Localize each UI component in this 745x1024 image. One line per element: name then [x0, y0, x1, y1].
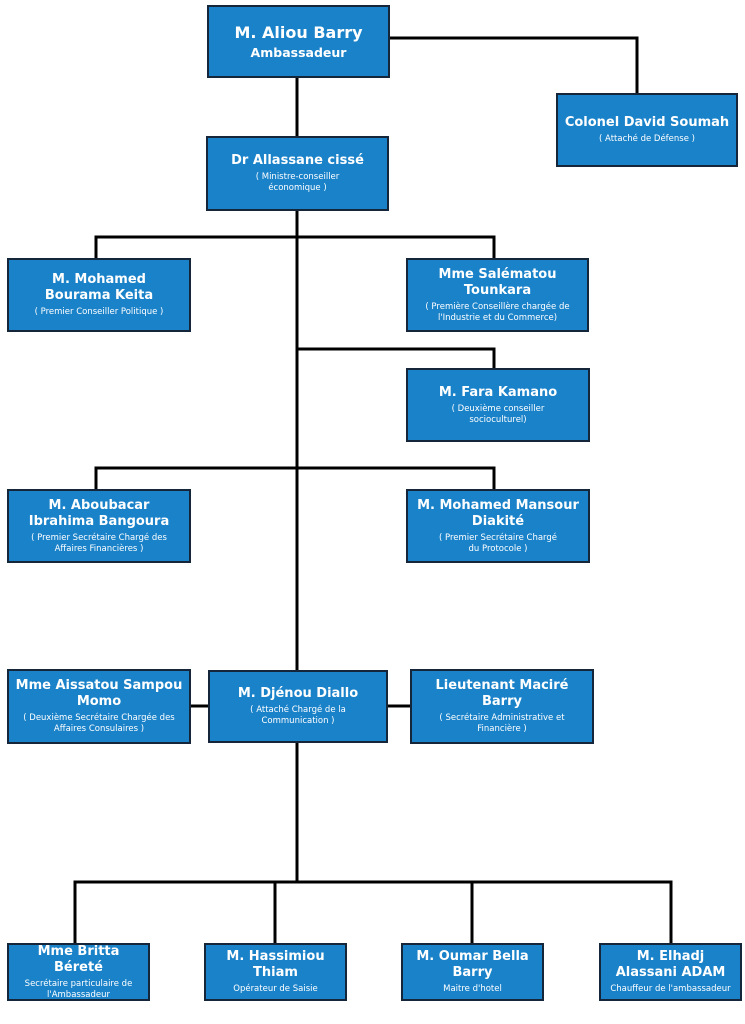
- node-name: Lieutenant Maciré Barry: [435, 678, 569, 709]
- node-name: M. Mohamed Bourama Keita: [44, 272, 154, 303]
- node-title: ( Secrétaire Administrative et Financièr…: [439, 713, 565, 734]
- node-title: Maitre d'hotel: [443, 984, 502, 994]
- node-political-counsellor: M. Mohamed Bourama Keita ( Premier Conse…: [7, 258, 191, 332]
- node-name: M. Aboubacar Ibrahima Bangoura: [28, 497, 170, 529]
- node-title: Secrétaire particulaire de l'Ambassadeur: [24, 978, 133, 1000]
- node-title: Ambassadeur: [250, 45, 347, 60]
- node-title: ( Premier Conseiller Politique ): [34, 307, 164, 317]
- node-name: M. Djénou Diallo: [237, 686, 359, 701]
- node-title: Chauffeur de l'ambassadeur: [610, 984, 731, 994]
- node-title: Opérateur de Saisie: [233, 984, 318, 994]
- node-private-secretary: Mme Britta Béreté Secrétaire particulair…: [7, 943, 150, 1001]
- connector-level3-branch: [94, 466, 496, 491]
- node-name: Colonel David Soumah: [564, 115, 730, 130]
- connector-ambassador-defense: [389, 36, 639, 95]
- node-title: ( Attaché de Défense ): [599, 134, 695, 144]
- node-sociocultural-counsellor: M. Fara Kamano ( Deuxième conseiller soc…: [406, 368, 590, 442]
- node-title: ( Attaché Chargé de la Communication ): [250, 705, 346, 726]
- node-name: M. Oumar Bella Barry: [416, 949, 529, 980]
- node-name: Mme Salématou Tounkara: [438, 266, 557, 298]
- connector-level2-branch: [297, 347, 496, 370]
- node-financial-secretary: M. Aboubacar Ibrahima Bangoura ( Premier…: [7, 489, 191, 563]
- node-protocol-secretary: M. Mohamed Mansour Diakité ( Premier Sec…: [406, 489, 590, 563]
- node-name: M. Mohamed Mansour Diakité: [417, 497, 579, 529]
- node-ambassador-driver: M. Elhadj Alassani ADAM Chauffeur de l'a…: [599, 943, 742, 1001]
- node-name: M. Aliou Barry: [234, 23, 363, 42]
- node-title: ( Premier Secrétaire Chargé du Protocole…: [438, 532, 558, 554]
- node-commerce-counsellor: Mme Salématou Tounkara ( Première Consei…: [406, 258, 589, 332]
- node-minister-counsellor: Dr Allassane cissé ( Ministre-conseiller…: [206, 136, 389, 211]
- node-title: ( Premier Secrétaire Chargé des Affaires…: [31, 532, 167, 554]
- connector-bottom-branch: [73, 880, 673, 945]
- node-name: Dr Allassane cissé: [231, 153, 364, 168]
- node-title: ( Deuxième conseiller socioculturel): [451, 403, 545, 425]
- node-title: ( Première Conseillère chargée de l'Indu…: [425, 301, 570, 323]
- node-maitre-d-hotel: M. Oumar Bella Barry Maitre d'hotel: [401, 943, 544, 1001]
- node-ambassador: M. Aliou Barry Ambassadeur: [207, 5, 390, 78]
- node-administrative-secretary: Lieutenant Maciré Barry ( Secrétaire Adm…: [410, 669, 594, 744]
- node-title: ( Deuxième Secrétaire Chargée des Affair…: [23, 713, 175, 734]
- node-consular-secretary: Mme Aissatou Sampou Momo ( Deuxième Secr…: [7, 669, 191, 744]
- node-name: M. Elhadj Alassani ADAM: [615, 949, 726, 980]
- node-name: Mme Aissatou Sampou Momo: [15, 678, 183, 709]
- node-name: M. Fara Kamano: [438, 384, 558, 400]
- node-communication-attache: M. Djénou Diallo ( Attaché Chargé de la …: [208, 670, 388, 743]
- node-data-entry-operator: M. Hassimiou Thiam Opérateur de Saisie: [204, 943, 347, 1001]
- node-name: M. Hassimiou Thiam: [226, 949, 325, 980]
- connector-level1-branch: [94, 235, 496, 260]
- node-defense-attache: Colonel David Soumah ( Attaché de Défens…: [556, 93, 738, 167]
- node-title: ( Ministre-conseiller économique ): [255, 172, 340, 193]
- node-name: Mme Britta Béreté: [37, 943, 120, 975]
